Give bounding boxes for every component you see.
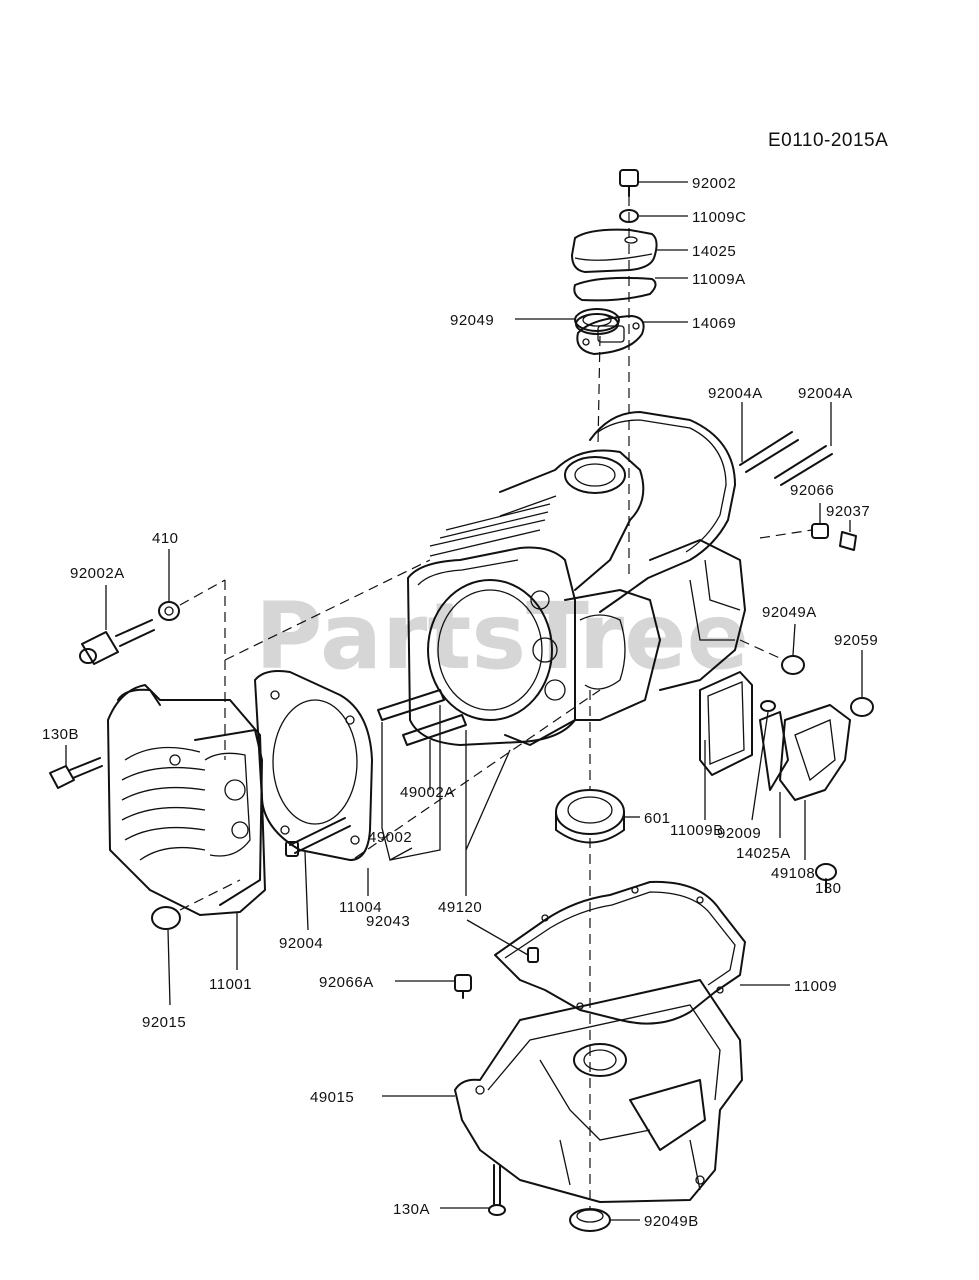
callout-92066[interactable]: 92066 bbox=[790, 482, 834, 499]
crankcase-block-part[interactable] bbox=[407, 411, 746, 746]
callout-49002A[interactable]: 49002A bbox=[400, 784, 455, 801]
callout-11001[interactable]: 11001 bbox=[209, 976, 252, 993]
callout-92004A-left[interactable]: 92004A bbox=[708, 385, 763, 402]
callout-92015[interactable]: 92015 bbox=[142, 1014, 186, 1031]
gasket-11009A-part[interactable] bbox=[573, 276, 657, 302]
callout-410[interactable]: 410 bbox=[152, 530, 179, 547]
callout-92049[interactable]: 92049 bbox=[450, 312, 494, 329]
plug-92066A-part[interactable] bbox=[454, 974, 472, 999]
cylinder-head-11001-part[interactable] bbox=[107, 684, 266, 916]
dowel-pin-49002A-part[interactable] bbox=[402, 714, 467, 746]
callout-130[interactable]: 130 bbox=[815, 880, 842, 897]
callout-130B[interactable]: 130B bbox=[42, 726, 79, 743]
oil-pan-49015-part[interactable] bbox=[454, 979, 743, 1203]
callout-49108[interactable]: 49108 bbox=[771, 865, 815, 882]
cap-92059-part[interactable] bbox=[850, 697, 874, 717]
plate-14025A-part[interactable] bbox=[759, 711, 789, 791]
callout-11009C[interactable]: 11009C bbox=[692, 209, 746, 226]
gasket-11009B-part[interactable] bbox=[699, 671, 753, 776]
dowel-92015-part[interactable] bbox=[151, 879, 241, 930]
callout-11009A[interactable]: 11009A bbox=[692, 271, 746, 288]
oil-seal-92049-part[interactable] bbox=[574, 308, 620, 332]
leader-lines bbox=[65, 181, 863, 1221]
callout-92059[interactable]: 92059 bbox=[834, 632, 878, 649]
dowel-92043-part[interactable] bbox=[527, 947, 539, 963]
callout-49120[interactable]: 49120 bbox=[438, 899, 482, 916]
callout-92009[interactable]: 92009 bbox=[717, 825, 761, 842]
callout-92004A-right[interactable]: 92004A bbox=[798, 385, 853, 402]
callout-92037[interactable]: 92037 bbox=[826, 503, 870, 520]
callout-11009[interactable]: 11009 bbox=[794, 978, 837, 995]
callout-14025A[interactable]: 14025A bbox=[736, 845, 791, 862]
bolt-92002-part[interactable] bbox=[619, 169, 639, 197]
callout-11004[interactable]: 11004 bbox=[339, 899, 382, 916]
callout-92004[interactable]: 92004 bbox=[279, 935, 323, 952]
callout-49015[interactable]: 49015 bbox=[310, 1089, 354, 1106]
callout-92049A[interactable]: 92049A bbox=[762, 604, 817, 621]
watermark: PartsTree bbox=[255, 583, 749, 690]
callout-14069[interactable]: 14069 bbox=[692, 315, 736, 332]
bearing-601-part[interactable] bbox=[555, 789, 625, 844]
callout-130A[interactable]: 130A bbox=[393, 1201, 430, 1218]
callout-92066A[interactable]: 92066A bbox=[319, 974, 374, 991]
head-gasket-11004-part[interactable] bbox=[254, 670, 373, 861]
callout-601[interactable]: 601 bbox=[644, 810, 671, 827]
callout-11009B[interactable]: 11009B bbox=[670, 822, 724, 839]
cover-49108-part[interactable] bbox=[779, 704, 851, 801]
callout-92002[interactable]: 92002 bbox=[692, 175, 736, 192]
fitting-92066-part[interactable] bbox=[759, 523, 829, 539]
callout-92043[interactable]: 92043 bbox=[366, 913, 410, 930]
callout-92002A[interactable]: 92002A bbox=[70, 565, 125, 582]
callout-14025[interactable]: 14025 bbox=[692, 243, 736, 260]
gasket-11009-part[interactable] bbox=[494, 880, 746, 1025]
cover-14025-part[interactable] bbox=[571, 228, 658, 273]
washer-410-part[interactable] bbox=[158, 601, 180, 621]
oil-seal-92049A-part[interactable] bbox=[781, 655, 805, 675]
callout-92049B[interactable]: 92049B bbox=[644, 1213, 699, 1230]
oil-seal-92049B-part[interactable] bbox=[569, 1208, 611, 1232]
fitting-92037-part[interactable] bbox=[839, 531, 857, 551]
bolt-130A-part[interactable] bbox=[488, 1164, 506, 1216]
bolt-130B-part[interactable] bbox=[49, 757, 103, 789]
stud-92004A-part[interactable] bbox=[739, 431, 833, 486]
callout-49002[interactable]: 49002 bbox=[368, 829, 412, 846]
callout-labels: 92002 11009C 14025 11009A 14069 92049 92… bbox=[42, 175, 878, 1230]
diagram-code: E0110-2015A bbox=[768, 130, 888, 151]
screw-92009-part[interactable] bbox=[760, 700, 776, 712]
stud-92004-part[interactable] bbox=[285, 817, 351, 857]
dowel-pin-49002-part[interactable] bbox=[377, 689, 445, 721]
head-bolt-92002A-part[interactable] bbox=[79, 619, 155, 665]
